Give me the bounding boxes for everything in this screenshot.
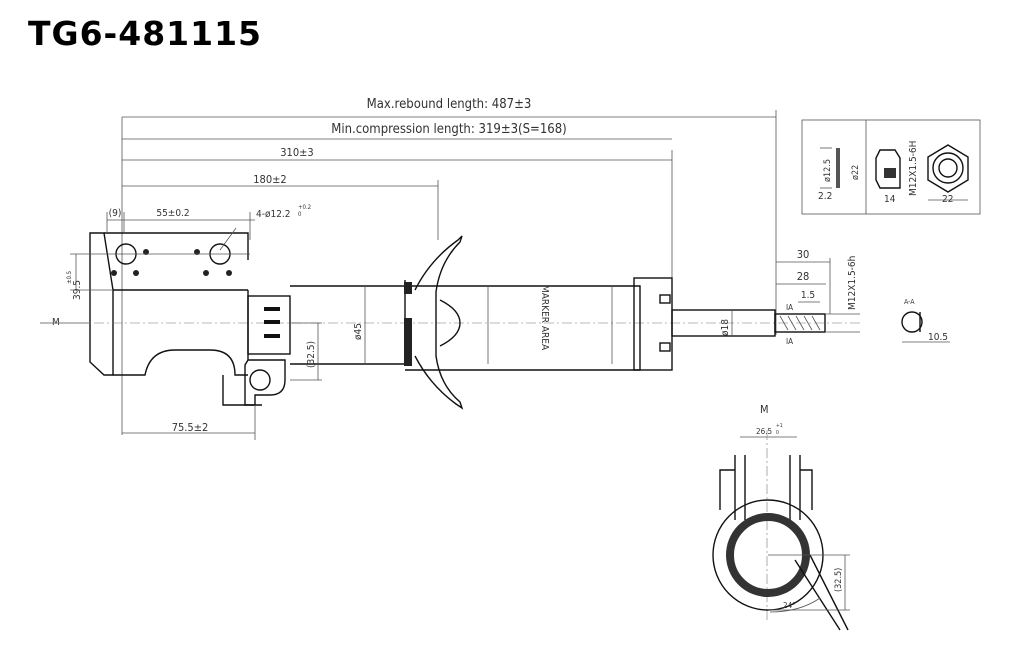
dim-45: ø45 — [353, 323, 364, 340]
dim-10-5: 10.5 — [928, 332, 948, 343]
piston-rod: ø18 30 28 1.5 M12X1.5-6h IA IA A-A 10.5 — [633, 248, 950, 371]
dim-26-5-tol: +1 — [776, 423, 783, 429]
part-number-title: TG6-481115 — [28, 14, 263, 53]
section-ia-bottom: IA — [786, 337, 793, 346]
section-m-marker: M — [52, 317, 60, 328]
dim-30: 30 — [797, 248, 810, 261]
marker-area-label: MARKER AREA — [539, 285, 550, 351]
nut-width: 22 — [942, 194, 953, 205]
holes-tol2: 0 — [298, 211, 302, 218]
nut-washer-detail: ø12.5 ø22 2.2 M12X1.5-6H 14 22 — [801, 119, 981, 215]
knuckle-bracket: (9) 55±0.2 4-ø12.2 +0.2 0 39.5 ±0.5 M — [40, 204, 311, 406]
dim-9: (9) — [109, 208, 122, 219]
section-ia-top: IA — [786, 303, 793, 312]
view-m-detail: M 26.5 +1 0 (32.5) 24° — [712, 403, 850, 631]
dim-39-tol: ±0.5 — [66, 271, 73, 284]
dim-32-5-view: (32.5) — [834, 568, 844, 592]
min-compression-label: Min.compression length: 319±3(S=168) — [331, 122, 567, 137]
holes-tol: +0.2 — [298, 204, 311, 211]
max-rebound-label: Max.rebound length: 487±3 — [367, 97, 532, 112]
nut-thread-label: M12X1.5-6H — [908, 141, 919, 196]
dim-55: 55±0.2 — [156, 208, 189, 219]
dim-26-5-tol2: 0 — [776, 430, 779, 436]
dim-75-5: 75.5±2 — [172, 421, 209, 434]
section-aa-label: A-A — [904, 298, 915, 306]
angle-24: 24° — [783, 601, 796, 610]
strut-body: MARKER AREA ø45 (32.5) 75.5±2 — [40, 235, 860, 440]
dim-39: 39.5 — [72, 280, 83, 300]
dim-28: 28 — [797, 270, 810, 283]
rod-thread-label: M12X1.5-6h — [847, 256, 858, 310]
dim-310: 310±3 — [280, 146, 313, 159]
dim-18: ø18 — [720, 319, 731, 336]
view-m-label: M — [760, 403, 769, 416]
dim-32-5: (32.5) — [306, 341, 317, 368]
nut-height: 14 — [884, 194, 896, 205]
dim-180: 180±2 — [253, 173, 286, 186]
dim-26-5: 26.5 — [756, 427, 772, 436]
dim-1-5: 1.5 — [801, 290, 815, 301]
holes-label: 4-ø12.2 — [256, 209, 291, 220]
overall-dimensions: Max.rebound length: 487±3 Min.compressio… — [121, 97, 777, 435]
washer-dia-22: ø22 — [851, 165, 861, 180]
washer-dia-12-5: ø12.5 — [823, 159, 833, 182]
washer-thickness: 2.2 — [818, 191, 832, 202]
